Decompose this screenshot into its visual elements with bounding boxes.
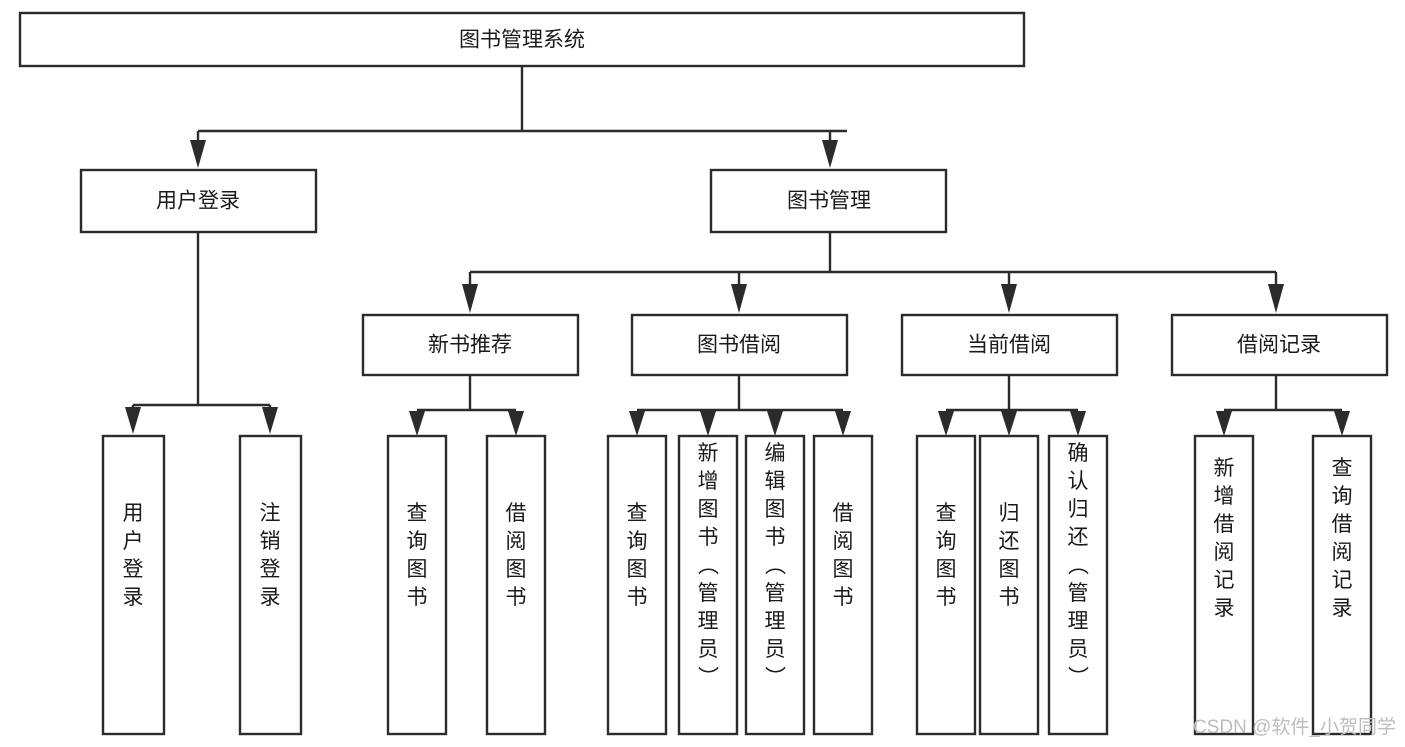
node-leaf-query-book-nb-label: 查询图书 <box>407 502 428 609</box>
node-leaf-edit-book-admin[interactable]: 编辑图书（管理员） <box>744 434 806 736</box>
arrowhead-bb-to-leaf-5 <box>700 411 716 436</box>
node-book-borrow[interactable]: 图书借阅 <box>630 313 849 377</box>
node-user-login-label: 用户登录 <box>156 190 240 213</box>
node-current-borrow-label: 当前借阅 <box>967 334 1051 357</box>
node-leaf-query-book-cb-label: 查询图书 <box>936 502 957 609</box>
arrowhead-br-to-leaf-12 <box>1334 411 1350 436</box>
node-leaf-add-book-admin-label: 新增图书（管理员） <box>698 442 720 689</box>
arrowhead-bb-to-leaf-6 <box>767 411 783 436</box>
node-leaf-borrow-book-bb-label: 借阅图书 <box>833 502 854 609</box>
csdn-watermark: CSDN @软件_小贺同学 <box>1193 716 1396 738</box>
node-leaf-logout[interactable]: 注销登录 <box>238 434 303 736</box>
arrowhead-cb-to-leaf-10 <box>1070 411 1086 436</box>
arrowhead-bb-to-leaf-7 <box>835 411 851 436</box>
node-user-login-box[interactable] <box>79 168 318 234</box>
arrowhead-nb-to-leaf-3 <box>508 411 524 436</box>
arrowhead-root-to-book-manage <box>822 140 838 168</box>
node-leaf-query-book-bb-box[interactable] <box>606 434 668 736</box>
node-book-management[interactable]: 图书管理 <box>709 168 948 234</box>
node-leaf-add-borrow-record[interactable]: 新增借阅记录 <box>1193 434 1255 736</box>
connector-group-root <box>190 66 847 168</box>
node-book-borrow-box[interactable] <box>630 313 849 377</box>
node-leaf-query-borrow-record[interactable]: 查询借阅记录 <box>1311 434 1373 736</box>
node-leaf-borrow-book-nb-box[interactable] <box>485 434 547 736</box>
node-new-book-recommend-label: 新书推荐 <box>428 334 512 357</box>
connector-group-book-manage <box>462 232 1284 313</box>
arrowhead-nb-to-leaf-2 <box>409 411 425 436</box>
node-new-book-recommend-box[interactable] <box>361 313 580 377</box>
node-leaf-return-book-label: 归还图书 <box>999 502 1020 609</box>
arrowhead-bm-to-borrow <box>731 284 747 313</box>
node-new-book-recommend[interactable]: 新书推荐 <box>361 313 580 377</box>
node-leaf-user-login[interactable]: 用户登录 <box>101 434 166 736</box>
node-leaf-confirm-return-admin-label: 确认归还（管理员） <box>1068 442 1090 689</box>
arrowhead-ul-to-leaf-0 <box>125 407 141 434</box>
node-leaf-query-book-nb-box[interactable] <box>386 434 448 736</box>
node-leaf-query-book-cb[interactable]: 查询图书 <box>915 434 977 736</box>
arrowhead-root-to-user-login <box>190 140 206 168</box>
node-leaf-return-book[interactable]: 归还图书 <box>978 434 1040 736</box>
node-leaf-edit-book-admin-box[interactable] <box>744 434 806 736</box>
node-leaf-query-book-nb[interactable]: 查询图书 <box>386 434 448 736</box>
node-user-login[interactable]: 用户登录 <box>79 168 318 234</box>
node-leaf-borrow-book-bb-box[interactable] <box>812 434 874 736</box>
node-root-box[interactable] <box>18 11 1026 68</box>
node-book-management-label: 图书管理 <box>787 190 871 213</box>
node-leaf-borrow-book-nb[interactable]: 借阅图书 <box>485 434 547 736</box>
node-leaf-borrow-book-nb-label: 借阅图书 <box>506 502 527 609</box>
node-borrow-record-box[interactable] <box>1170 313 1389 377</box>
arrowhead-cb-to-leaf-8 <box>938 411 954 436</box>
arrowhead-bb-to-leaf-4 <box>629 411 645 436</box>
arrowhead-ul-to-leaf-1 <box>262 407 278 434</box>
node-leaf-query-book-bb[interactable]: 查询图书 <box>606 434 668 736</box>
arrowhead-cb-to-leaf-9 <box>1001 411 1017 436</box>
connector-group-user-login <box>125 232 278 434</box>
node-borrow-record[interactable]: 借阅记录 <box>1170 313 1389 377</box>
node-leaf-query-borrow-record-box[interactable] <box>1311 434 1373 736</box>
connector-group-current-borrow <box>938 375 1086 436</box>
node-leaf-user-login-box[interactable] <box>101 434 166 736</box>
connector-group-book-borrow <box>629 375 851 436</box>
node-leaf-user-login-label: 用户登录 <box>123 502 144 609</box>
node-root[interactable]: 图书管理系统 <box>18 11 1026 68</box>
node-leaf-confirm-return-admin-box[interactable] <box>1047 434 1109 736</box>
node-leaf-add-borrow-record-box[interactable] <box>1193 434 1255 736</box>
node-leaf-logout-label: 注销登录 <box>260 502 281 609</box>
node-leaf-query-borrow-record-label: 查询借阅记录 <box>1332 457 1353 620</box>
node-leaf-borrow-book-bb[interactable]: 借阅图书 <box>812 434 874 736</box>
node-borrow-record-label: 借阅记录 <box>1237 334 1321 357</box>
node-book-management-box[interactable] <box>709 168 948 234</box>
node-book-borrow-label: 图书借阅 <box>697 334 781 357</box>
node-leaf-add-book-admin[interactable]: 新增图书（管理员） <box>677 434 739 736</box>
node-current-borrow-box[interactable] <box>900 313 1119 377</box>
connector-group-borrow-record <box>1216 375 1350 436</box>
node-leaf-edit-book-admin-label: 编辑图书（管理员） <box>765 442 787 689</box>
node-leaf-return-book-box[interactable] <box>978 434 1040 736</box>
node-current-borrow[interactable]: 当前借阅 <box>900 313 1119 377</box>
node-leaf-add-book-admin-box[interactable] <box>677 434 739 736</box>
arrowhead-br-to-leaf-11 <box>1216 411 1232 436</box>
node-root-label: 图书管理系统 <box>459 29 585 52</box>
connector-group-new-book <box>409 375 524 436</box>
node-leaf-confirm-return-admin[interactable]: 确认归还（管理员） <box>1047 434 1109 736</box>
node-leaf-query-book-bb-label: 查询图书 <box>627 502 648 609</box>
node-leaf-query-book-cb-box[interactable] <box>915 434 977 736</box>
arrowhead-bm-to-current <box>1001 284 1017 313</box>
node-leaf-add-borrow-record-label: 新增借阅记录 <box>1214 457 1235 620</box>
node-leaf-logout-box[interactable] <box>238 434 303 736</box>
arrowhead-bm-to-new-book <box>462 284 478 313</box>
arrowhead-bm-to-record <box>1268 284 1284 313</box>
